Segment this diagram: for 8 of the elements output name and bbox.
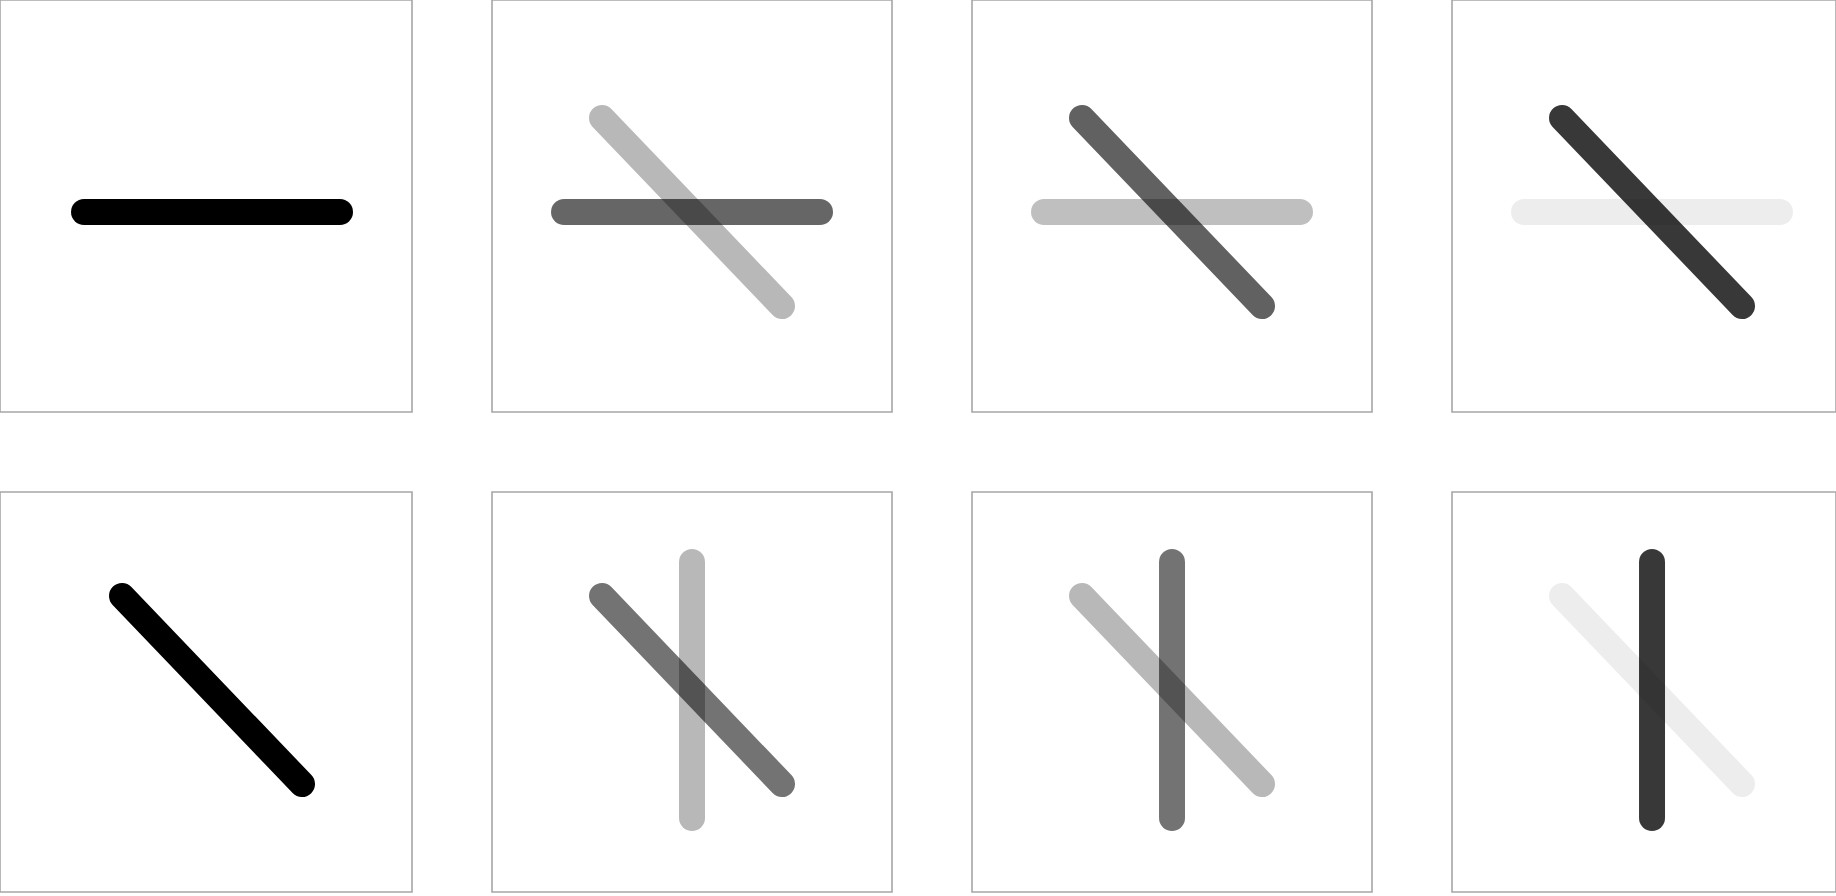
frame-drawing xyxy=(1451,0,1836,413)
frame-drawing xyxy=(491,0,893,413)
frame-drawing xyxy=(491,491,893,893)
frame-drawing xyxy=(971,0,1373,413)
frame-drawing xyxy=(0,491,413,893)
frame-drawing xyxy=(0,0,413,413)
frame-drawing xyxy=(971,491,1373,893)
frame-drawing xyxy=(1451,491,1836,893)
